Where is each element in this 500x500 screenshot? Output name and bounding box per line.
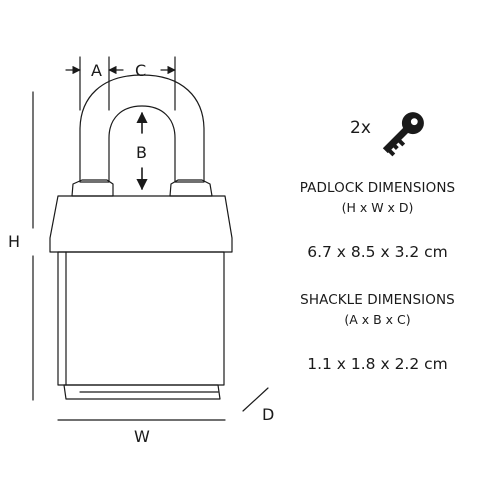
lock-base <box>63 384 221 400</box>
lock-body-top <box>49 195 233 253</box>
keys-included: 2x <box>350 104 440 160</box>
key-icon <box>382 112 424 157</box>
lock-body <box>57 251 225 386</box>
padlock-dimensions-subtitle: (H x W x D) <box>341 200 414 215</box>
padlock-dimensions-title: PADLOCK DIMENSIONS <box>299 180 456 196</box>
dimension-label-w: W <box>134 427 150 446</box>
dimension-label-d: D <box>262 405 274 424</box>
dimension-label-b: B <box>136 143 147 162</box>
dimension-label-a: A <box>91 61 102 80</box>
dimension-label-c: C <box>135 61 146 80</box>
spec-panel: 2x PADLOCK DIMENSIONS (H x W x D) 6.7 x … <box>270 0 485 500</box>
shackle-dimensions-subtitle: (A x B x C) <box>344 312 411 327</box>
dimension-label-h: H <box>8 232 20 251</box>
key-count: 2x <box>350 118 371 138</box>
padlock-dimensions-value: 6.7 x 8.5 x 3.2 cm <box>307 243 448 261</box>
shackle-dimensions-title: SHACKLE DIMENSIONS <box>300 292 455 308</box>
shackle-dimensions-value: 1.1 x 1.8 x 2.2 cm <box>307 355 448 373</box>
shackle <box>79 74 205 183</box>
